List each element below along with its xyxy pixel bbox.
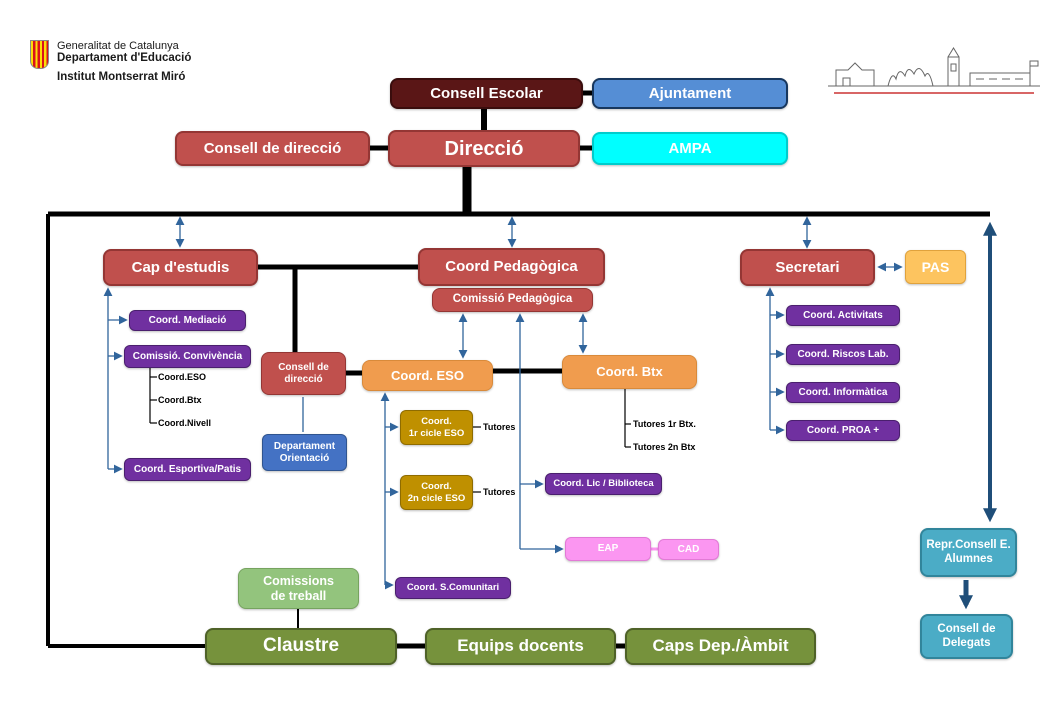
label-tutores-1r-btx: Tutores 1r Btx. <box>633 419 696 429</box>
node-comissions-de-treball: Comissions de treball <box>238 568 359 609</box>
blue-arrows <box>103 216 903 590</box>
label-tutores-2n-cicle: Tutores <box>483 487 516 497</box>
node-ajuntament: Ajuntament <box>592 78 788 109</box>
label-convivencia-coord-nivell: Coord.Nivell <box>158 418 212 428</box>
node-cap-destudis: Cap d'estudis <box>103 249 258 286</box>
label-tutores-2n-btx: Tutores 2n Btx <box>633 442 696 452</box>
node-consell-delegats: Consell de Delegats <box>920 614 1013 659</box>
node-coord-mediacio: Coord. Mediació <box>129 310 246 331</box>
node-consell-de-direccio: Consell de direcció <box>175 131 370 166</box>
node-eap: EAP <box>565 537 651 561</box>
node-cad: CAD <box>658 539 719 560</box>
node-ampa: AMPA <box>592 132 788 165</box>
node-comissio-convivencia: Comissió. Convivència <box>124 345 251 368</box>
thin-connectors <box>149 368 631 493</box>
node-consell-de-direccio-small: Consell de direcció <box>261 352 346 395</box>
org-name-line1: Generalitat de Catalunya <box>57 40 179 52</box>
node-coord-2n-cicle-eso: Coord. 2n cicle ESO <box>400 475 473 510</box>
node-consell-escolar: Consell Escolar <box>390 78 583 109</box>
node-comissio-pedagogica: Comissió Pedagògica <box>432 288 593 312</box>
node-coord-pedagogica: Coord Pedagògica <box>418 248 605 286</box>
node-secretari: Secretari <box>740 249 875 286</box>
node-departament-orientacio: Departament Orientació <box>262 434 347 471</box>
thick-connectors <box>46 90 990 649</box>
node-caps-dep-ambit: Caps Dep./Àmbit <box>625 628 816 665</box>
header-text: Generalitat de Catalunya Departament d'E… <box>57 40 191 83</box>
label-convivencia-coord-btx: Coord.Btx <box>158 395 202 405</box>
node-coord-s-comunitari: Coord. S.Comunitari <box>395 577 511 599</box>
generalitat-logo-icon <box>30 40 49 69</box>
node-claustre: Claustre <box>205 628 397 665</box>
navy-arrows <box>959 221 997 610</box>
node-coord-1r-cicle-eso: Coord. 1r cicle ESO <box>400 410 473 445</box>
label-tutores-1r-cicle: Tutores <box>483 422 516 432</box>
org-name-line2: Departament d'Educació <box>57 52 192 64</box>
node-pas: PAS <box>905 250 966 284</box>
node-direccio: Direcció <box>388 130 580 167</box>
node-equips-docents: Equips docents <box>425 628 616 665</box>
node-coord-activitats: Coord. Activitats <box>786 305 900 326</box>
node-coord-informatica: Coord. Informàtica <box>786 382 900 403</box>
node-coord-riscos-lab: Coord. Riscos Lab. <box>786 344 900 365</box>
header-logo-block: Generalitat de Catalunya Departament d'E… <box>30 40 191 83</box>
school-name: Institut Montserrat Miró <box>57 71 186 83</box>
node-coord-esportiva-patis: Coord. Esportiva/Patis <box>124 458 251 481</box>
node-coord-eso: Coord. ESO <box>362 360 493 391</box>
node-coord-proa: Coord. PROA + <box>786 420 900 441</box>
node-coord-btx: Coord. Btx <box>562 355 697 389</box>
node-repr-consell-alumnes: Repr.Consell E. Alumnes <box>920 528 1017 577</box>
skyline-sketch-icon <box>828 47 1040 94</box>
label-convivencia-coord-eso: Coord.ESO <box>158 372 207 382</box>
node-coord-lic-biblioteca: Coord. Lic / Biblioteca <box>545 473 662 495</box>
